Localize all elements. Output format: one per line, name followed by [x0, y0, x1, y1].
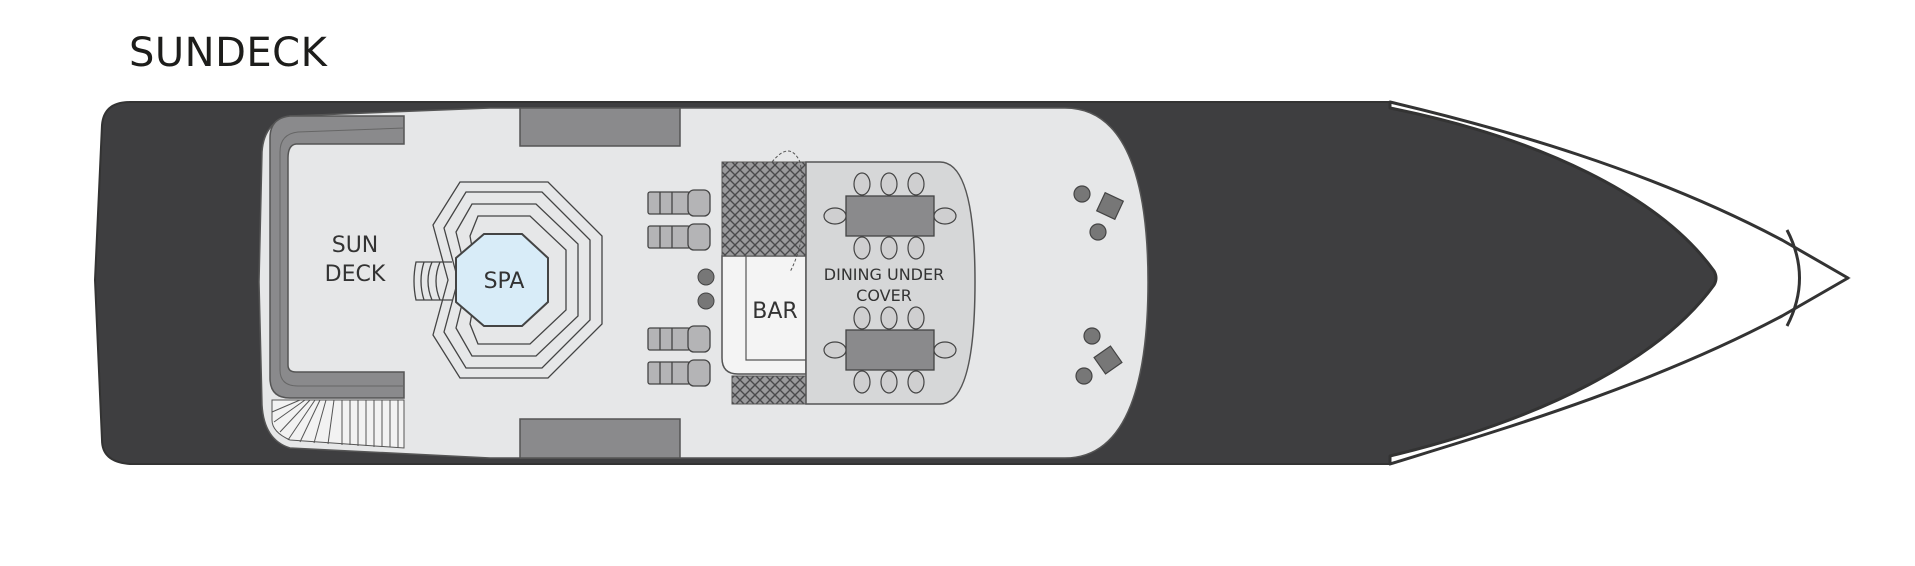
dining-label: DINING UNDER — [824, 265, 944, 284]
forward-seating-top — [1073, 185, 1125, 241]
lounger — [647, 325, 711, 353]
bar-stool — [697, 268, 715, 286]
bow-white-band — [1388, 100, 1850, 466]
lounger — [647, 359, 711, 387]
bar-label: BAR — [752, 299, 797, 324]
lounger — [647, 189, 711, 217]
bar-counter — [721, 255, 807, 375]
dining-table-bottom — [823, 306, 957, 394]
bow-line — [1785, 229, 1801, 327]
forward-seating-bottom — [1075, 327, 1123, 385]
sun-deck-label: SUN — [332, 233, 379, 258]
aft-bench — [269, 115, 405, 399]
lounger — [647, 223, 711, 251]
hatched-area-top — [721, 161, 807, 257]
spa-label: SPA — [484, 269, 525, 294]
sun-loungers — [647, 189, 711, 387]
sun-deck-label-line2: DECK — [325, 262, 386, 287]
bar-stool — [697, 292, 715, 310]
side-structure-top — [519, 107, 681, 147]
dining-label-line2: COVER — [856, 286, 912, 305]
side-structure-bottom — [519, 418, 681, 459]
spa-steps — [413, 261, 452, 301]
deck-title: SUNDECK — [129, 30, 328, 76]
door-swing — [771, 150, 805, 273]
spa-pool — [455, 233, 549, 327]
dining-table-top — [823, 172, 957, 260]
aft-stairs — [271, 399, 405, 449]
hatched-area-bottom — [731, 375, 807, 405]
